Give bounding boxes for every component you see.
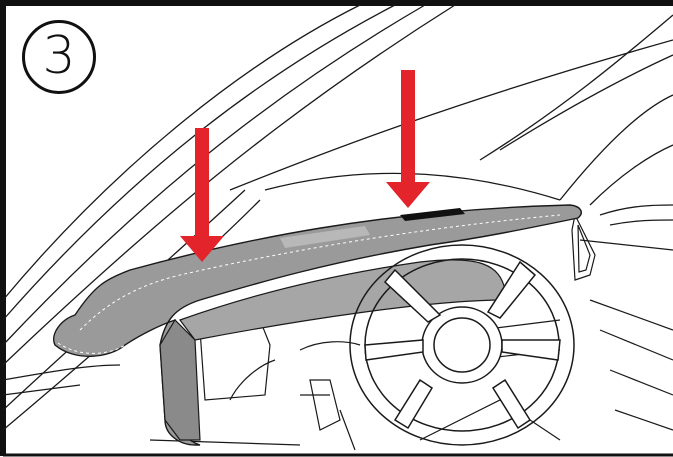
instrument-hood xyxy=(179,259,506,341)
step-number: 3 xyxy=(42,26,76,86)
door-panel-lines xyxy=(571,213,673,431)
cover-stitching-lower xyxy=(57,342,126,354)
press-down-arrow-left xyxy=(180,128,224,262)
defroster-slot xyxy=(400,208,465,221)
steering-wheel xyxy=(349,244,575,446)
windshield-lines xyxy=(229,14,673,226)
cover-stitching xyxy=(79,214,561,331)
step-number-badge: 3 xyxy=(22,20,96,94)
cover-highlight xyxy=(280,226,370,248)
cover-side-panel xyxy=(159,319,201,441)
press-down-arrow-right xyxy=(386,70,430,208)
